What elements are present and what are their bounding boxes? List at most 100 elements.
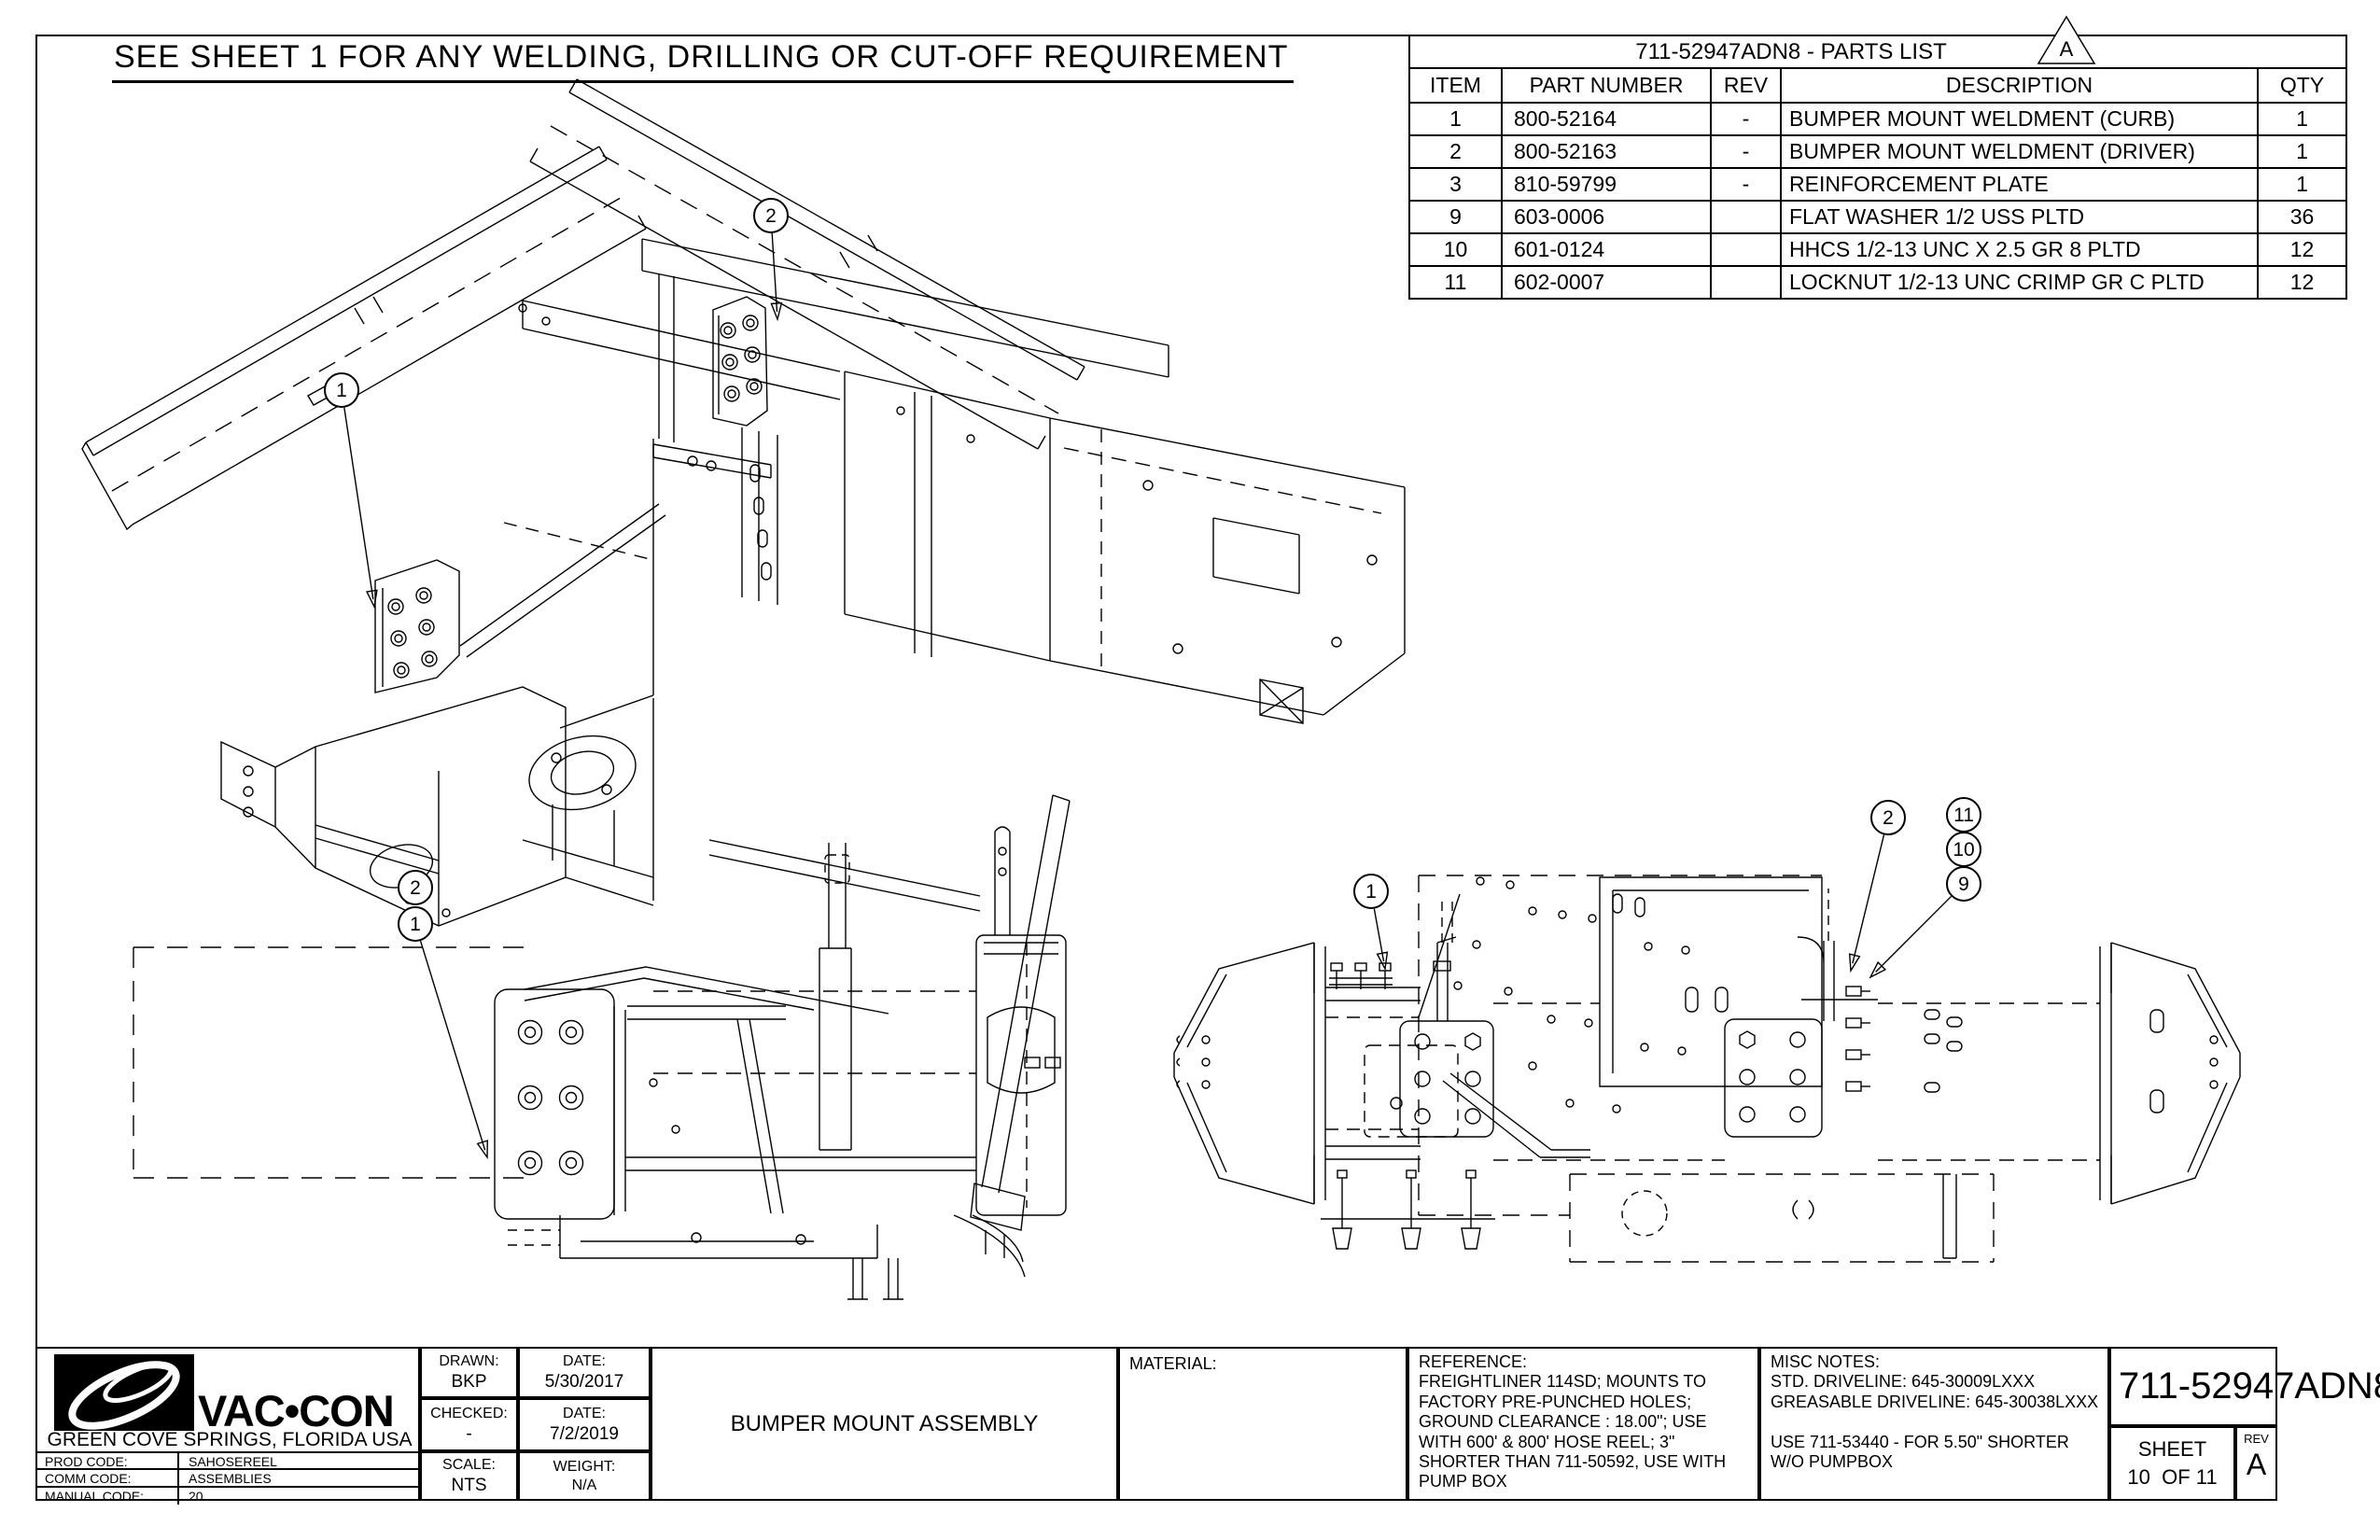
checked-date-value: 7/2/2019 [550,1423,619,1444]
code-value: ASSEMBLIES [189,1471,272,1487]
code-label: COMM CODE: [37,1470,179,1486]
balloon-9: 9 [1946,866,1981,902]
scale-value: NTS [451,1475,487,1495]
parts-list-title: 711-52947ADN8 - PARTS LIST [1408,35,2347,69]
parts-cell-qty: 12 [2257,265,2347,300]
text-line: PUMP BOX [1419,1472,1507,1491]
code-value: SAHOSEREEL [189,1454,277,1469]
balloon-1: 1 [1353,874,1389,909]
part-number: 711-52947ADN8 [2119,1365,2380,1407]
text-line: GROUND CLEARANCE : 18.00"; USE [1419,1412,1707,1432]
revision-triangle-icon: A [2037,15,2096,64]
parts-cell-qty: 12 [2257,232,2347,267]
parts-cell-item: 9 [1408,200,1503,234]
code-label: MANUAL CODE: [37,1487,179,1505]
parts-cell-item: 10 [1408,232,1503,267]
balloon-2: 2 [1870,800,1906,835]
code-row: COMM CODE: ASSEMBLIES [37,1470,422,1488]
drawn-date-label: DATE: [563,1352,606,1369]
rev-cell: REV A [2235,1426,2277,1501]
sheet-label: SHEET [2137,1437,2207,1461]
parts-cell-description: REINFORCEMENT PLATE [1780,167,2259,202]
scale-cell: SCALE: NTS [420,1451,518,1501]
isometric-view [81,78,1406,1258]
parts-cell-rev: - [1710,102,1782,136]
parts-cell-part_number: 800-52164 [1501,102,1712,136]
checked-date-cell: DATE: 7/2/2019 [518,1398,651,1451]
reference-label: REFERENCE: [1419,1352,1528,1371]
checked-cell: CHECKED: - [420,1398,518,1451]
drawn-value: BKP [451,1371,487,1392]
text-line: STD. DRIVELINE: 645-30009LXXX [1771,1372,2036,1392]
col-rev: REV [1710,67,1782,104]
brand-name: VAC•CON [198,1385,395,1435]
code-row: PROD CODE:SAHOSEREEL [37,1453,422,1471]
misc-notes-label: MISC NOTES: [1771,1352,1881,1371]
parts-cell-rev [1710,200,1782,234]
parts-cell-part_number: 601-0124 [1501,232,1712,267]
company-cell: VAC•CON GREEN COVE SPRINGS, FLORIDA USA … [35,1347,422,1505]
scale-label: SCALE: [442,1456,496,1473]
material-cell: MATERIAL: [1118,1347,1407,1501]
parts-cell-qty: 1 [2257,134,2347,169]
parts-cell-description: BUMPER MOUNT WELDMENT (CURB) [1780,102,2259,136]
col-qty: QTY [2257,67,2347,104]
checked-date-label: DATE: [563,1405,606,1421]
parts-cell-item: 11 [1408,265,1503,300]
checked-value: - [466,1423,472,1444]
parts-list-table: 711-52947ADN8 - PARTS LIST ITEM PART NUM… [1408,35,2347,300]
parts-cell-part_number: 603-0006 [1501,200,1712,234]
vaccon-logo-icon [54,1354,194,1431]
title-block: VAC•CON GREEN COVE SPRINGS, FLORIDA USA … [35,1347,2380,1505]
text-line: USE 711-53440 - FOR 5.50" SHORTER [1771,1432,2069,1451]
text-line: FACTORY PRE-PUNCHED HOLES; [1419,1392,1692,1411]
rev-label: REV [2244,1432,2269,1446]
balloon-10: 10 [1946,832,1981,867]
balloon-1: 1 [324,372,359,408]
text-line: WITH 600' & 800' HOSE REEL; 3" [1419,1432,1675,1451]
col-description: DESCRIPTION [1780,67,2259,104]
parts-cell-rev [1710,265,1782,300]
balloon-2: 2 [753,198,789,233]
text-line: FREIGHTLINER 114SD; MOUNTS TO [1419,1372,1707,1392]
misc-notes-cell: MISC NOTES: STD. DRIVELINE: 645-30009LXX… [1759,1347,2109,1501]
parts-cell-qty: 36 [2257,200,2347,234]
parts-cell-qty: 1 [2257,102,2347,136]
rev-value: A [2246,1448,2267,1481]
material-label: MATERIAL: [1129,1354,1217,1373]
sheet-border-left [35,35,37,1349]
drawn-cell: DRAWN: BKP [420,1347,518,1398]
text-line: GREASABLE DRIVELINE: 645-30038LXXX [1771,1392,2099,1411]
weight-value: N/A [571,1477,597,1493]
plan-view [1173,875,2241,1263]
revision-flag: A [2060,37,2074,61]
parts-cell-rev [1710,232,1782,267]
parts-cell-description: HHCS 1/2-13 UNC X 2.5 GR 8 PLTD [1780,232,2259,267]
col-part-number: PART NUMBER [1501,67,1712,104]
side-view [133,826,1067,1300]
parts-cell-description: LOCKNUT 1/2-13 UNC CRIMP GR C PLTD [1780,265,2259,300]
drawn-date-cell: DATE: 5/30/2017 [518,1347,651,1398]
parts-cell-rev: - [1710,167,1782,202]
company-location: GREEN COVE SPRINGS, FLORIDA USA [47,1429,413,1450]
parts-cell-rev: - [1710,134,1782,169]
code-row: MANUAL CODE:20 [37,1487,422,1505]
sheet-border-top [35,35,1410,36]
weight-cell: WEIGHT: N/A [518,1451,651,1501]
parts-cell-part_number: 602-0007 [1501,265,1712,300]
parts-list-header-row: ITEM PART NUMBER REV DESCRIPTION QTY [1408,67,2347,104]
weight-label: WEIGHT: [553,1458,616,1475]
parts-cell-item: 2 [1408,134,1503,169]
text-line: SHORTER THAN 711-50592, USE WITH [1419,1452,1727,1472]
